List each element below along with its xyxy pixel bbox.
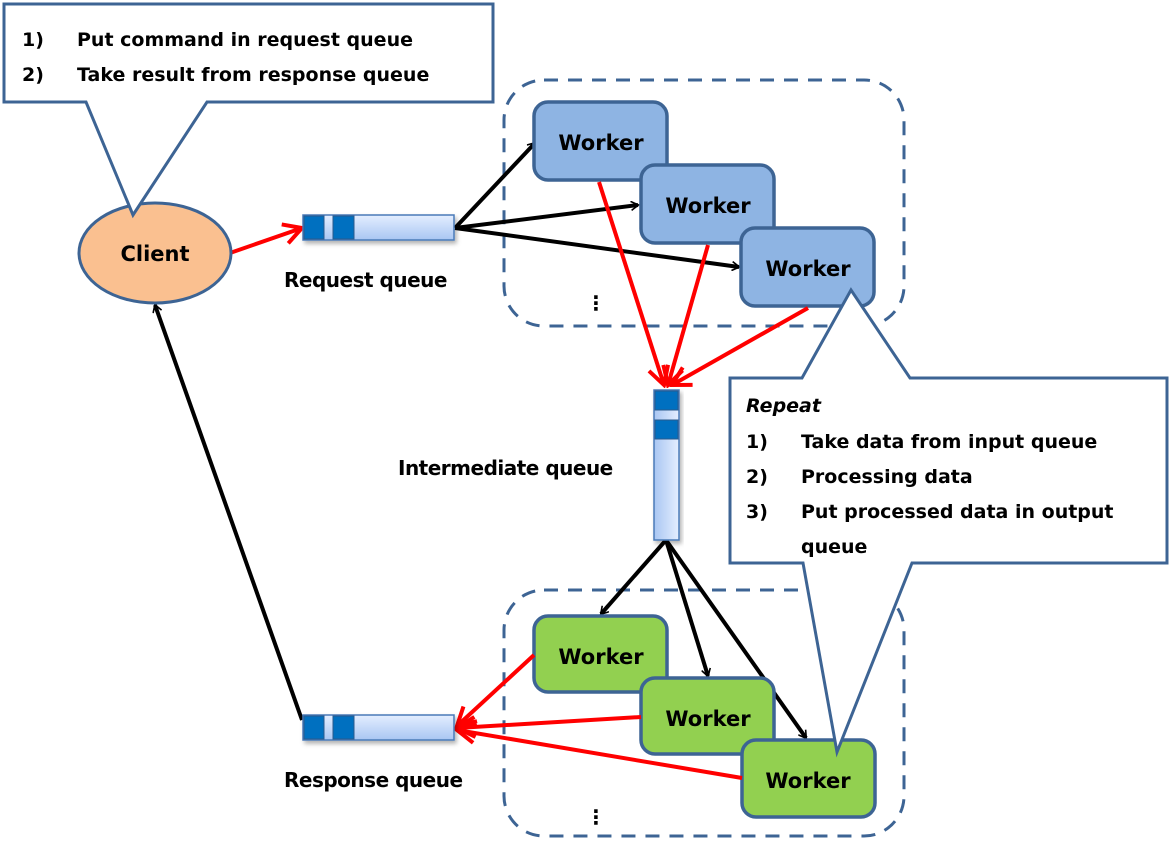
- worker-label: Worker: [665, 194, 751, 218]
- request-queue-label: Request queue: [284, 268, 447, 292]
- callout-item-text: queue: [801, 536, 867, 558]
- queue-slot: [654, 390, 679, 411]
- callout-item-text: Take data from input queue: [801, 431, 1097, 453]
- callout-item-number: 1): [746, 431, 768, 453]
- request-worker-1: Worker: [532, 100, 669, 182]
- callout-item-number: 1): [22, 29, 44, 51]
- request-worker-3: Worker: [739, 226, 876, 308]
- request-worker-group: [502, 78, 906, 328]
- response-worker-3: Worker: [740, 738, 877, 819]
- worker-label: Worker: [765, 769, 851, 793]
- worker-2-to-response-queue-arrow: [457, 715, 642, 728]
- callout-item-text: Processing data: [801, 466, 973, 488]
- worker-3-to-intermediate-arrow: [672, 306, 809, 385]
- client-callout-list: 1) Put command in request queue 2) Take …: [22, 29, 429, 86]
- worker-label: Worker: [765, 257, 851, 281]
- intermediate-queue-label: Intermediate queue: [398, 456, 613, 480]
- queue-slot: [303, 715, 325, 740]
- response-workers-ellipsis: ⋮: [586, 805, 606, 829]
- worker-callout-list: Repeat 1) Take data from input queue 2) …: [746, 395, 1114, 558]
- request-workers-ellipsis: ⋮: [586, 291, 606, 315]
- callout-item-text: Put processed data in output: [801, 501, 1114, 523]
- callout-item-number: 3): [746, 501, 768, 523]
- callout-item-number: 2): [746, 466, 768, 488]
- request-queue: [302, 214, 455, 241]
- client-to-request-queue-arrow: [229, 228, 302, 255]
- request-worker-2: Worker: [639, 163, 776, 245]
- worker-label: Worker: [558, 131, 644, 155]
- worker-label: Worker: [665, 707, 751, 731]
- intermediate-to-worker-2-arrow: [664, 539, 708, 676]
- client-callout: [2, 2, 495, 219]
- worker-label: Worker: [558, 645, 644, 669]
- queue-slot: [654, 419, 679, 440]
- request-queue-to-worker-1-arrow: [453, 143, 537, 230]
- request-queue-to-worker-3-arrow: [454, 226, 739, 267]
- callout-item-text: Put command in request queue: [77, 29, 413, 51]
- response-worker-1: Worker: [532, 614, 669, 694]
- intermediate-queue: [653, 389, 680, 541]
- response-queue: [302, 714, 455, 741]
- intermediate-to-worker-1-arrow: [599, 538, 668, 614]
- response-worker-2: Worker: [639, 676, 776, 756]
- worker-2-to-intermediate-arrow: [668, 244, 710, 385]
- callout-item-text: Take result from response queue: [77, 64, 429, 86]
- callout-item-number: 2): [22, 64, 44, 86]
- queue-slot: [332, 715, 355, 740]
- client-label: Client: [120, 242, 189, 266]
- response-worker-group: [502, 588, 906, 838]
- client-node: Client: [77, 201, 233, 305]
- queue-slot: [303, 215, 325, 240]
- intermediate-to-worker-3-arrow: [664, 538, 808, 738]
- worker-1-to-response-queue-arrow: [457, 653, 536, 726]
- worker-1-to-intermediate-arrow: [597, 181, 664, 385]
- response-to-client-arrow: [155, 305, 304, 721]
- callout-title: Repeat: [746, 395, 822, 417]
- worker-3-to-response-queue-arrow: [457, 730, 743, 780]
- response-queue-label: Response queue: [284, 768, 463, 792]
- queue-slot: [332, 215, 355, 240]
- worker-callout: [728, 287, 1169, 758]
